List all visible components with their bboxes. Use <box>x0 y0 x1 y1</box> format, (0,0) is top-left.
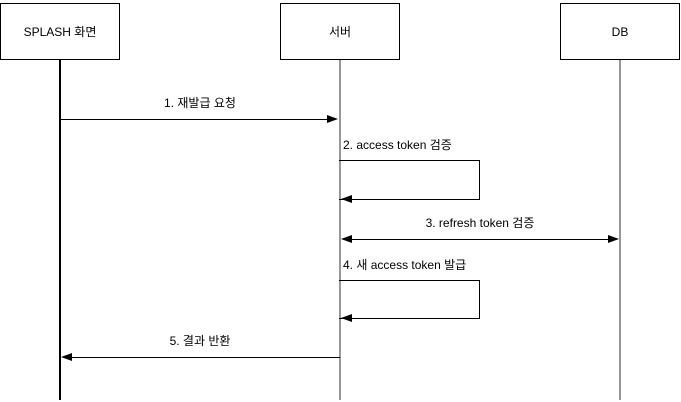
actor-box-db: DB <box>560 3 680 60</box>
arrowhead-left-icon <box>341 314 352 322</box>
message-4-label: 4. 새 access token 발급 <box>343 258 467 272</box>
message-3-arrow <box>344 239 610 240</box>
actor-box-splash: SPLASH 화면 <box>0 3 120 60</box>
actor-label-splash: SPLASH 화면 <box>23 25 97 39</box>
arrowhead-right-icon <box>327 115 338 123</box>
arrowhead-left-icon <box>61 353 72 361</box>
message-2-self-loop <box>339 160 480 200</box>
actor-label-db: DB <box>611 24 629 39</box>
message-5-arrow <box>66 357 340 358</box>
arrowhead-left-icon <box>341 195 352 203</box>
message-2-label: 2. access token 검증 <box>343 138 452 152</box>
message-4-self-loop <box>339 280 480 319</box>
message-1-label: 1. 재발급 요청 <box>164 96 236 110</box>
message-5-label: 5. 결과 반환 <box>169 334 231 348</box>
actor-label-server: 서버 <box>328 25 352 39</box>
lifeline-splash <box>59 60 61 400</box>
message-3-label: 3. refresh token 검증 <box>425 216 535 230</box>
arrowhead-left-icon <box>341 235 352 243</box>
message-1-arrow <box>60 119 328 120</box>
lifeline-db <box>619 60 621 400</box>
lifeline-server <box>339 60 341 400</box>
actor-box-server: 서버 <box>280 3 400 60</box>
arrowhead-right-icon <box>608 235 619 243</box>
